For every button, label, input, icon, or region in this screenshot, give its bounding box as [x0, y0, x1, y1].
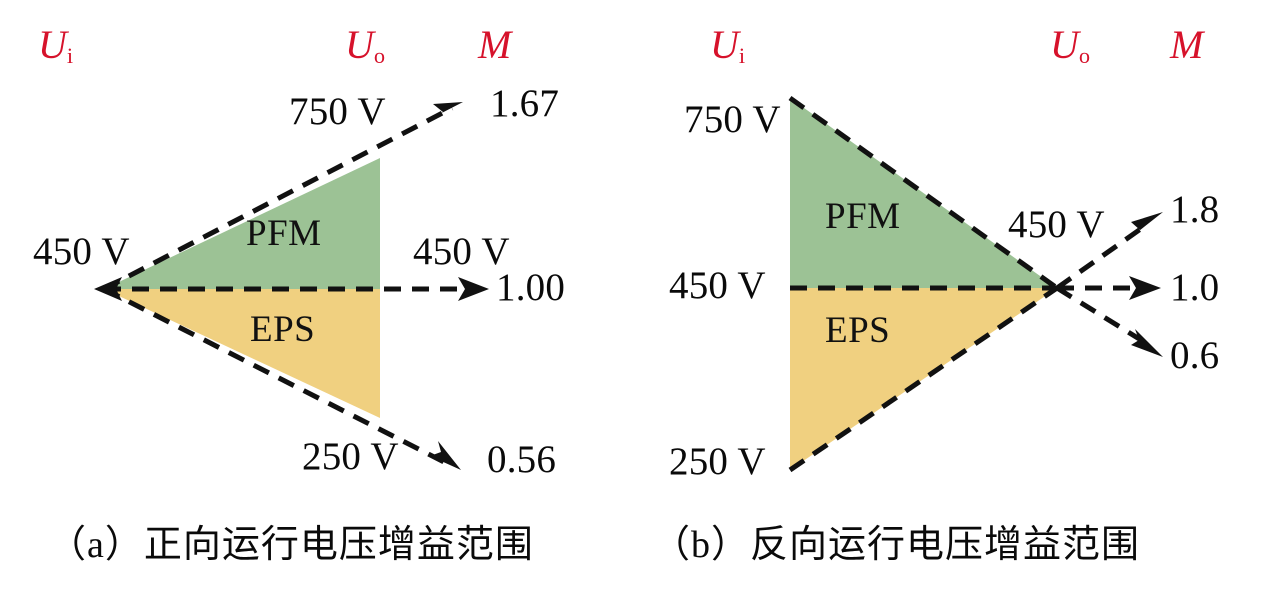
- panel-a-output-symbol-subscript: o: [373, 42, 386, 68]
- upper-arrowhead-b: [1130, 212, 1163, 238]
- panel-b-pfm-region-label: PFM: [825, 196, 901, 237]
- panel-a-output-middle-label: 450 V: [413, 230, 510, 273]
- panel-a-output-bottom-label: 250 V: [302, 435, 399, 478]
- pfm-region-shape-a: [104, 158, 380, 289]
- lower-dashed-ray-b: [1055, 285, 1143, 343]
- lower-arrowhead-b: [1131, 329, 1163, 357]
- panel-a-output-symbol: Uo: [345, 22, 386, 68]
- panel-a-gain-bottom-label: 0.56: [487, 438, 557, 481]
- upper-dashed-ray-b: [1055, 225, 1144, 291]
- panel-a-forward: Ui Uo M 450 V 750 V 450 V 250 V 1.67 1.0…: [33, 22, 566, 567]
- panel-b-eps-region-label: EPS: [825, 310, 891, 351]
- panel-b-input-symbol-letter: U: [710, 22, 739, 67]
- panel-b-input-middle-label: 450 V: [669, 264, 766, 307]
- panel-b-gain-symbol: M: [1170, 22, 1204, 67]
- panel-b-output-voltage-label: 450 V: [1008, 203, 1105, 246]
- panel-a-input-symbol: Ui: [38, 22, 74, 68]
- panel-a-gain-middle-label: 1.00: [496, 266, 566, 309]
- panel-a-input-voltage-label: 450 V: [33, 230, 130, 273]
- upper-arrowhead-a: [432, 102, 463, 118]
- eps-region-shape-b: [790, 288, 1057, 470]
- middle-arrowhead-b: [1129, 276, 1161, 300]
- panel-a-gain-top-label: 1.67: [490, 82, 560, 125]
- panel-b-output-symbol-letter: U: [1050, 22, 1079, 67]
- panel-b-input-symbol-subscript: i: [738, 42, 746, 68]
- panel-b-gain-top-label: 1.8: [1170, 188, 1220, 231]
- panel-b-input-symbol: Ui: [710, 22, 746, 68]
- panel-a-graphic: [94, 102, 489, 470]
- panel-a-output-top-label: 750 V: [289, 90, 386, 133]
- panel-a-gain-symbol: M: [478, 22, 512, 67]
- panel-b-gain-middle-label: 1.0: [1170, 266, 1220, 309]
- panel-b-gain-bottom-label: 0.6: [1170, 334, 1220, 377]
- panel-b-reverse: Ui Uo M 750 V 450 V 250 V 450 V 1.8 1.0 …: [642, 0, 1284, 599]
- eps-region-shape-a: [104, 289, 380, 418]
- middle-arrowhead-a: [458, 277, 489, 301]
- panel-a-input-symbol-subscript: i: [66, 42, 74, 68]
- panel-b-input-bottom-label: 250 V: [669, 440, 766, 483]
- panel-b-caption: （b）反向运行电压增益范围: [652, 524, 1141, 566]
- panel-b-input-top-label: 750 V: [684, 98, 781, 141]
- upper-dashed-ray-a: [102, 105, 454, 292]
- panel-b-graphic: [788, 95, 1163, 473]
- panel-a-pfm-region-label: PFM: [246, 213, 322, 254]
- pfm-region-shape-b: [790, 98, 1057, 288]
- panel-b-output-symbol: Uo: [1050, 22, 1091, 68]
- lower-dashed-ray-a: [102, 286, 448, 466]
- panel-a-eps-region-label: EPS: [250, 309, 316, 350]
- panel-a-caption: （a）正向运行电压增益范围: [48, 524, 534, 566]
- lower-arrowhead-a: [430, 441, 461, 470]
- panel-a-output-symbol-letter: U: [345, 22, 374, 67]
- panel-b-output-symbol-subscript: o: [1078, 42, 1091, 68]
- apex-arrowhead-a: [94, 277, 122, 301]
- panel-a-input-symbol-letter: U: [38, 22, 67, 67]
